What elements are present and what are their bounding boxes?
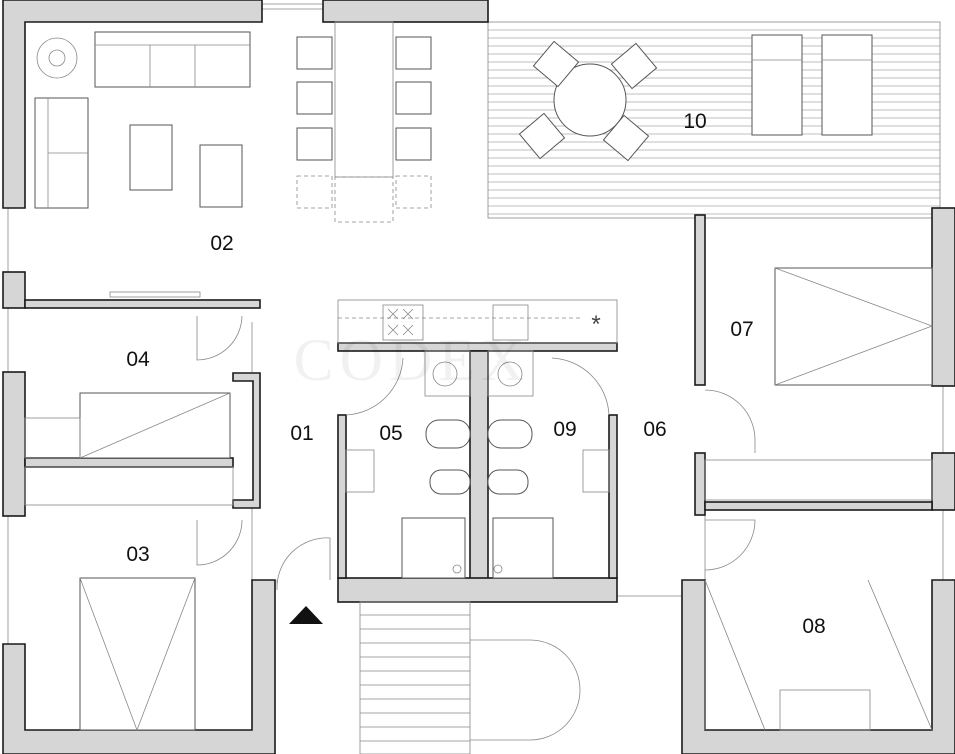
bathroom-fixtures: [345, 350, 610, 579]
room-label-09: 09: [553, 418, 576, 441]
room-label-03: 03: [126, 543, 149, 566]
dining-table: [296, 21, 432, 223]
terrace-furniture: [518, 34, 873, 162]
room-label-05: 05: [379, 422, 402, 445]
room-label-07: 07: [730, 318, 753, 341]
kitchen-marker: *: [591, 311, 600, 338]
exterior-lines: [7, 3, 944, 644]
room-label-02: 02: [210, 232, 233, 255]
room-label-01: 01: [290, 422, 313, 445]
room-labels: 01 02 03 04 05 06 07 08 09 10: [126, 110, 825, 638]
room-label-08: 08: [802, 615, 825, 638]
bedroom-furniture: [24, 267, 934, 732]
living-furniture: [34, 31, 251, 209]
room-label-10: 10: [683, 110, 706, 133]
door-swings: [196, 315, 756, 591]
entry-arrow-icon: [289, 606, 323, 624]
room-label-06: 06: [643, 418, 666, 441]
watermark-logo: CODEX: [294, 327, 531, 393]
terrace-outline: [487, 21, 941, 219]
staircase: [359, 601, 581, 754]
room-label-04: 04: [126, 348, 150, 371]
kitchen-counter: *: [337, 299, 618, 344]
